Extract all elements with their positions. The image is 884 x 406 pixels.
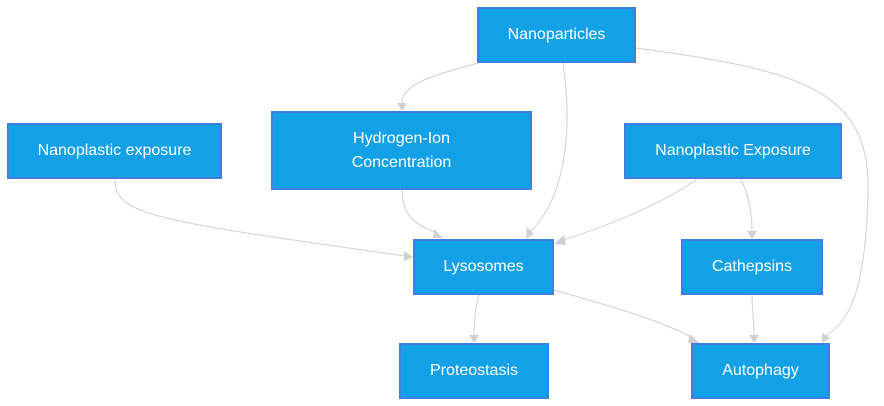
edge-hydrogen-ion-to-lysosomes <box>401 189 438 234</box>
arrowhead-autophagy-top <box>749 335 759 343</box>
node-label: Autophagy <box>722 362 799 379</box>
arrowhead-autophagy-right <box>822 333 830 343</box>
edge-nanoplastic-exposure-to-cathepsins <box>740 178 753 232</box>
arrowhead-cathepsins <box>747 231 757 239</box>
node-hydrogen-ion-concentration: Hydrogen-Ion Concentration <box>271 111 532 190</box>
arrowhead-lysosomes-hydrogen <box>433 229 443 238</box>
node-label: Cathepsins <box>711 258 793 275</box>
node-label: Nanoplastic Exposure <box>655 142 811 159</box>
edge-nanoplastic-exposure-upper-to-lysosomes <box>562 178 698 241</box>
node-lysosomes: Lysosomes <box>413 239 554 295</box>
node-label: Nanoparticles <box>507 26 606 43</box>
node-label: Nanoplastic exposure <box>37 142 192 159</box>
arrowhead-autophagy-left <box>688 334 699 343</box>
edge-nanoparticles-to-lysosomes <box>530 62 568 232</box>
node-autophagy: Autophagy <box>691 343 830 399</box>
node-label: Lysosomes <box>443 258 524 275</box>
edge-nanoparticles-to-hydrogen-ion <box>401 62 479 104</box>
edge-lysosomes-to-proteostasis <box>473 294 480 336</box>
node-nanoparticles: Nanoparticles <box>477 7 636 63</box>
arrowhead-lysosomes-top <box>526 227 534 239</box>
arrowhead-proteostasis <box>469 335 479 343</box>
edge-cathepsins-to-autophagy <box>751 294 755 336</box>
node-cathepsins: Cathepsins <box>681 239 823 295</box>
edge-nanoplastic-exposure-to-lysosomes <box>114 178 406 257</box>
arrowhead-lysosomes-left <box>404 251 413 261</box>
arrowhead-hydrogen-ion <box>397 103 407 111</box>
node-label: Proteostasis <box>429 362 519 379</box>
edge-nanoparticles-to-autophagy <box>635 47 869 337</box>
node-proteostasis: Proteostasis <box>399 343 549 399</box>
edge-lysosomes-to-autophagy <box>553 289 694 339</box>
arrowhead-lysosomes-right <box>554 235 566 245</box>
node-label-line-1: Hydrogen-Ion <box>353 129 450 147</box>
node-nanoplastic-exposure-lower: Nanoplastic exposure <box>7 123 222 179</box>
node-label-line-2: Concentration <box>351 153 452 171</box>
node-nanoplastic-exposure-upper: Nanoplastic Exposure <box>624 123 842 179</box>
